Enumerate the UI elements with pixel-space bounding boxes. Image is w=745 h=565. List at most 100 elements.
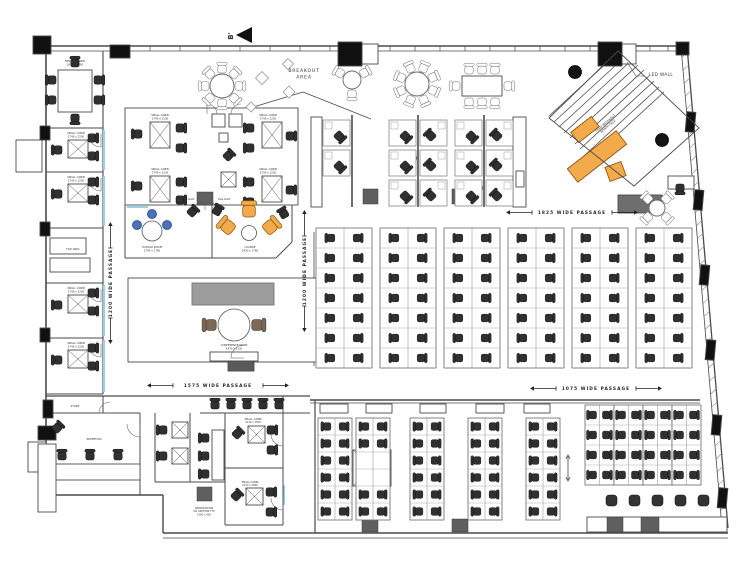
wall-hatch [709,375,716,382]
chair-back [496,506,500,517]
diamond-table [245,101,257,113]
chair-seat [338,473,347,482]
door-arc [230,103,242,115]
office-chair [608,272,620,284]
chair-seat [200,81,210,91]
office-chair [399,130,414,145]
chair-back [552,352,556,364]
office-chair [265,486,278,498]
office-chair [644,449,655,461]
storage-box [196,486,213,502]
office-chair [672,252,684,264]
chair-seat [245,177,255,187]
chair-seat [415,422,424,431]
office-chair [412,472,424,483]
chair-back [470,421,474,432]
office-chair [324,312,336,324]
breakout-table [461,75,503,97]
office-chair [644,312,656,324]
chair-back [273,486,278,498]
office-chair [50,144,63,156]
chair-seat [265,487,275,497]
office-chair [528,506,540,517]
chair-seat [676,410,684,420]
office-chair [130,180,143,192]
chair-seat [47,95,57,105]
chair-back [667,449,671,461]
chair-back [214,202,225,211]
chair-seat [415,473,424,482]
chair-back [242,122,247,134]
chair-back [412,455,416,466]
diamond-table [282,85,296,99]
office-chair [93,74,106,86]
office-chair [470,489,482,500]
chair-seat [376,439,385,448]
office-chair [412,455,424,466]
office-chair [586,469,597,481]
office-chair [324,272,336,284]
office-chair [586,449,597,461]
chair-seat [531,439,540,448]
x-desk-cross [67,349,89,369]
office-chair [175,194,188,206]
chair-seat [488,507,497,516]
storage-box [640,516,660,533]
chair-seat [490,97,500,107]
chair-seat [544,313,553,323]
chair-back [216,106,228,111]
office-chair [602,409,613,421]
chair-seat [158,451,168,461]
label-text-reception: RECEPTION [87,437,102,441]
chair-back [528,438,532,449]
office-chair [452,332,464,344]
chair-back [667,429,671,441]
chair-seat [546,507,555,516]
chair-back [360,312,364,324]
office-chair [197,468,210,480]
column [698,264,711,286]
office-chair [388,332,400,344]
chair-back [639,216,649,226]
chair-back [488,332,492,344]
chair-back [216,61,228,66]
chair-seat [47,75,57,85]
office-chair [580,272,592,284]
office-chair [516,312,528,324]
round-item [162,220,172,230]
office-chair [528,438,540,449]
chair-seat [631,410,639,420]
chair-back [393,70,400,81]
office-chair [488,506,500,517]
office-chair [644,252,656,264]
tv-unit [209,351,259,362]
monitor [503,151,512,160]
chair-seat [352,273,361,283]
chair-back [201,317,207,333]
chair-seat [266,445,276,455]
chair-back [488,127,498,137]
passage-center-1200: 1200 WIDE PASSAGE [302,210,308,332]
passage-arrow-head [634,210,638,215]
office-chair [463,62,475,75]
wall-hatch [683,77,690,84]
wall-hatch [703,310,710,317]
chair-back [470,195,480,205]
chair-back [488,312,492,324]
office-chair [476,62,488,75]
office-chair [352,312,364,324]
chair-seat [352,293,361,303]
chair-seat [631,430,639,440]
chair-seat [647,293,656,303]
office-chair [673,429,684,441]
office-chair [399,190,414,205]
locker [228,113,243,128]
office-chair [639,211,654,226]
office-chair [452,352,464,364]
office-chair [266,444,279,456]
office-chair [50,354,63,366]
chair-seat [546,456,555,465]
office-chair [87,132,100,144]
locker [218,132,229,143]
